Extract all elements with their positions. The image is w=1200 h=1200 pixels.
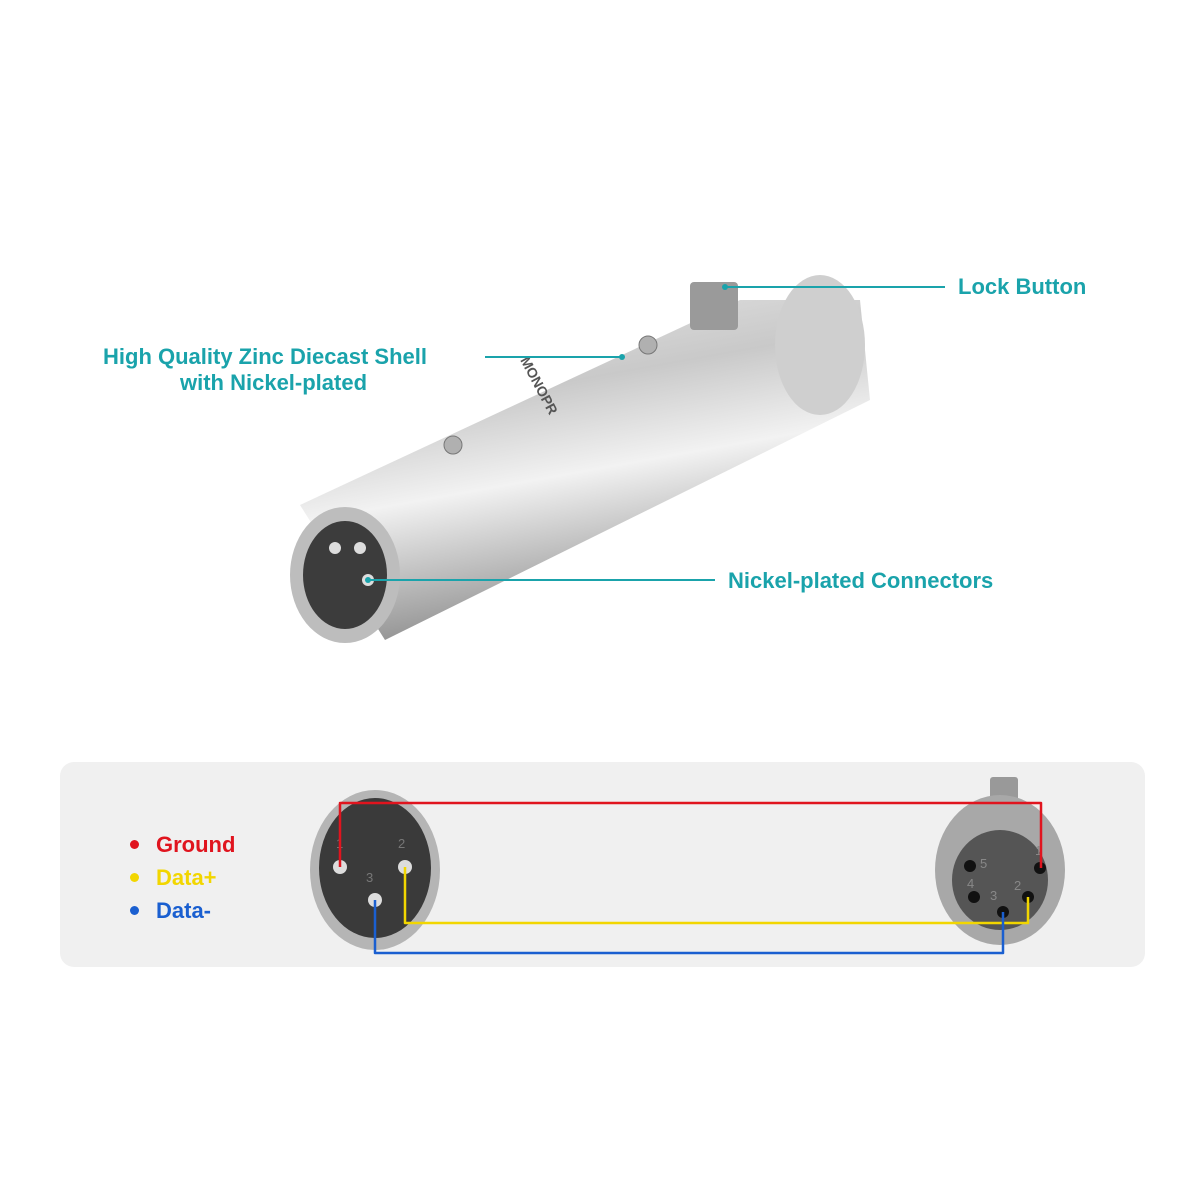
- screw-icon: [638, 335, 658, 355]
- callout-lock-button: Lock Button: [958, 274, 1087, 299]
- blue-dot-icon: [130, 906, 139, 915]
- yellow-dot-icon: [130, 873, 139, 882]
- callout-shell-line1: High Quality Zinc Diecast Shell: [103, 344, 427, 369]
- xlr-adapter-image: MONOPR: [290, 275, 945, 643]
- connector-body: MONOPR: [290, 275, 870, 643]
- legend-ground: Ground: [130, 828, 235, 861]
- legend-data-plus: Data+: [130, 861, 235, 894]
- lock-button: [690, 282, 738, 330]
- legend-label: Data-: [156, 897, 212, 923]
- wiring-legend: Ground Data+ Data-: [130, 828, 235, 927]
- legend-label: Ground: [156, 831, 236, 857]
- legend-label: Data+: [156, 864, 217, 890]
- callout-connectors: Nickel-plated Connectors: [728, 568, 994, 593]
- callout-lines: [368, 286, 945, 581]
- legend-data-minus: Data-: [130, 894, 235, 927]
- red-dot-icon: [130, 840, 139, 849]
- screw-icon: [443, 435, 463, 455]
- callout-shell-line2: with Nickel-plated: [180, 370, 368, 395]
